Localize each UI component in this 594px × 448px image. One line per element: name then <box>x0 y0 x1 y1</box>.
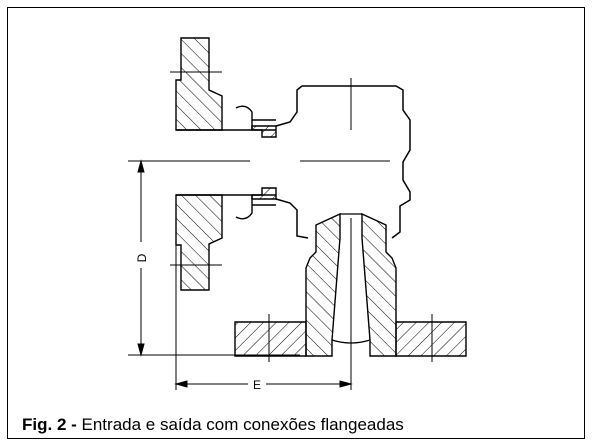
centerlines <box>128 78 390 380</box>
outlet-flange <box>234 321 467 357</box>
inlet-flange <box>175 37 223 291</box>
figure-caption-text: Entrada e saída com conexões flangeadas <box>81 415 404 434</box>
dimension-d <box>128 159 300 357</box>
outlet-flange-centerlines <box>268 314 433 362</box>
dimension-d-label: D <box>135 253 149 262</box>
figure-caption: Fig. 2 - Entrada e saída com conexões fl… <box>22 415 404 435</box>
figure-frame <box>7 7 585 439</box>
inlet-nipple <box>251 125 277 200</box>
dimension-e <box>174 244 353 390</box>
valve-body <box>252 85 411 239</box>
figure-number: Fig. 2 - <box>22 415 77 434</box>
dimension-e-label: E <box>253 378 261 392</box>
outlet-nozzle <box>305 212 397 357</box>
inlet-flange-centerlines <box>170 71 222 266</box>
